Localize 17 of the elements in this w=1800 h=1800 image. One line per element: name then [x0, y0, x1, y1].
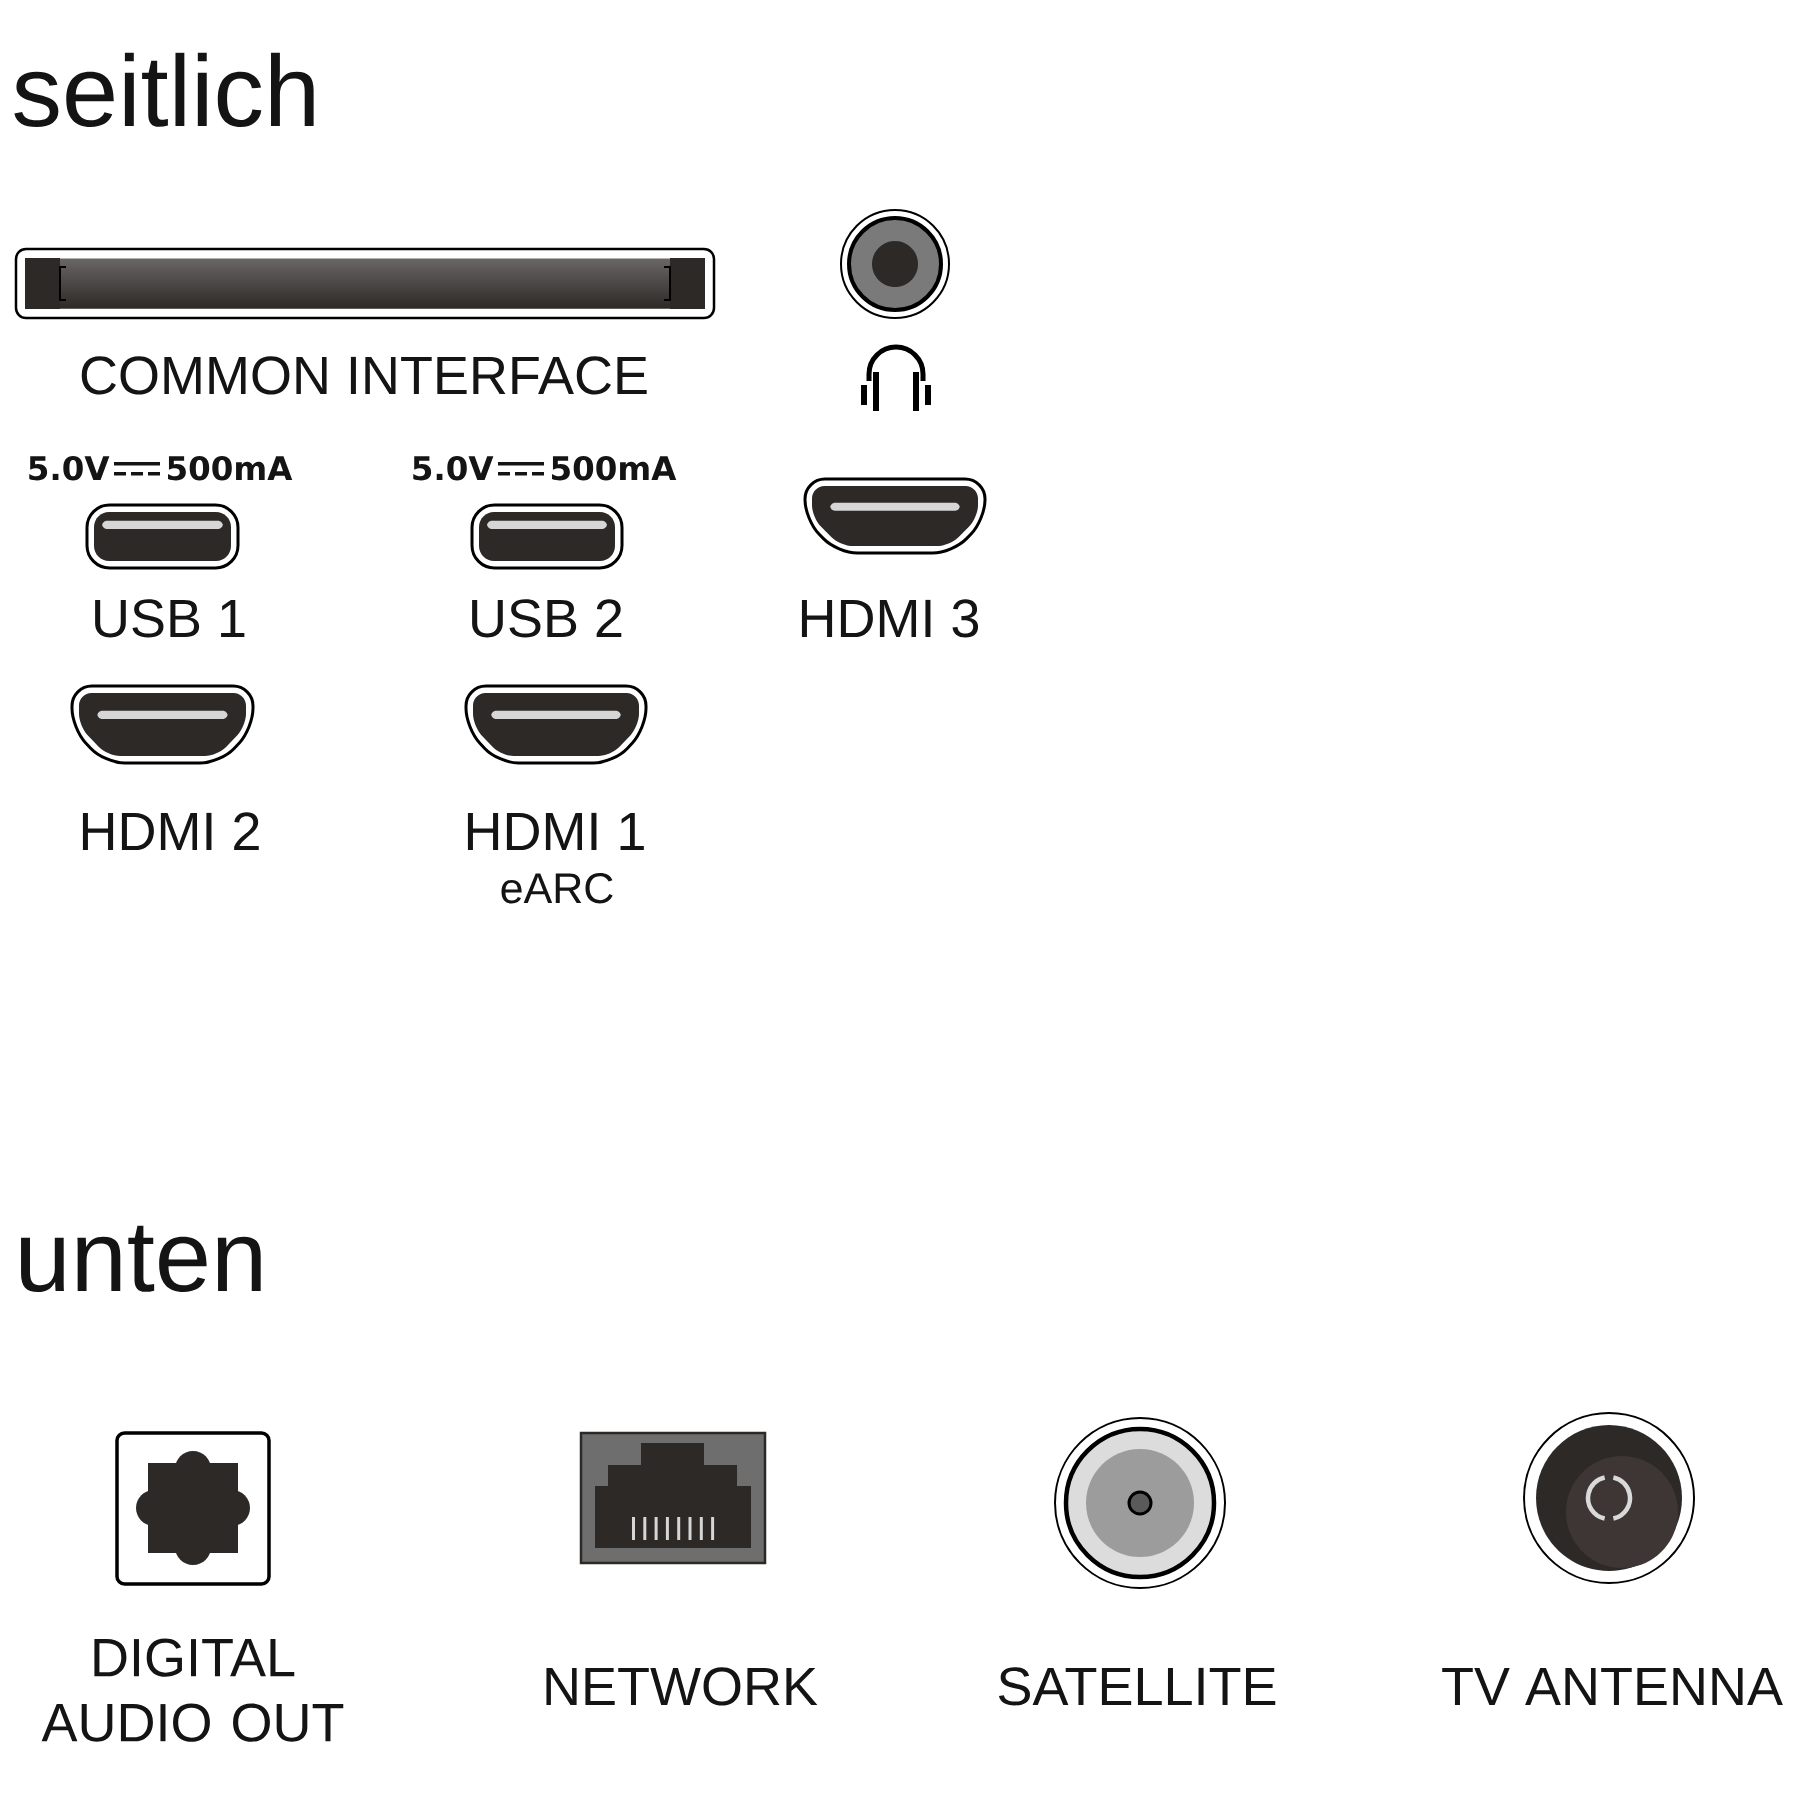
rating-label: 500mA: [552, 455, 677, 481]
rating-label: 5.0V: [29, 455, 110, 481]
port-label: HDMI 3: [801, 599, 979, 638]
port-label: SATELLITE: [998, 1667, 1276, 1706]
rating-label: 5.0V: [413, 455, 494, 481]
port-label: COMMON INTERFACE: [81, 356, 647, 395]
port-label: HDMI 1: [467, 812, 644, 850]
section-heading: unten: [21, 1225, 261, 1292]
port-label: NETWORK: [546, 1667, 818, 1706]
port-label: HDMI 2: [82, 812, 259, 850]
port-label: USB 2: [472, 599, 622, 638]
port-label: USB 1: [95, 599, 245, 638]
section-heading: seitlich: [14, 52, 314, 127]
port-label: DIGITAL AUDIO OUT: [41, 1638, 344, 1742]
port-label: TV ANTENNA: [1442, 1667, 1783, 1705]
rating-label: 500mA: [168, 455, 293, 481]
sub-label: eARC: [501, 873, 613, 904]
